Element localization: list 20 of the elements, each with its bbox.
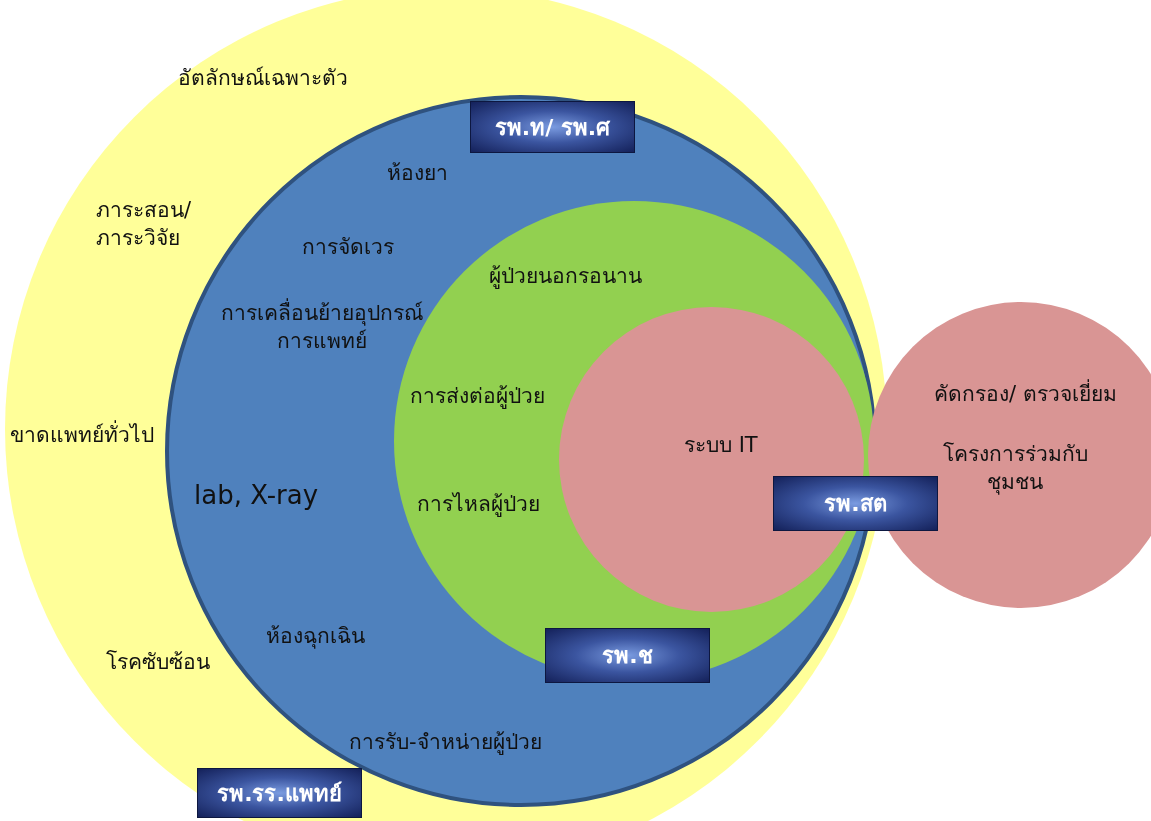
region-label: lab, X-ray — [194, 479, 320, 512]
region-label: การไหลผู้ป่วย — [417, 491, 541, 519]
region-label: ระบบ IT — [684, 432, 759, 459]
region-label: การจัดเวร — [302, 234, 395, 261]
region-label: ภาระสอน/ภาระวิจัย — [96, 197, 193, 253]
title-badge: รพ.สต — [773, 476, 938, 531]
region-label: การส่งต่อผู้ป่วย — [410, 383, 546, 411]
region-label: การรับ-จำหน่ายผู้ป่วย — [349, 729, 543, 757]
title-badge: รพ.ท/ รพ.ศ — [470, 101, 635, 153]
title-badge: รพ.ช — [545, 628, 710, 683]
region-label: อัตลักษณ์เฉพาะตัว — [178, 65, 349, 92]
region-label: โรคซับซ้อน — [106, 649, 211, 676]
region-label: การเคลื่อนย้ายอุปกรณ์การแพทย์ — [204, 299, 439, 356]
region-label: โครงการร่วมกับชุมชน — [941, 441, 1089, 497]
title-badge: รพ.รร.แพทย์ — [197, 768, 362, 818]
region-label: ห้องยา — [387, 160, 449, 187]
region-label: ผู้ป่วยนอกรอนาน — [489, 263, 643, 291]
region-label: ห้องฉุกเฉิน — [266, 623, 366, 651]
region-label: คัดกรอง/ ตรวจเยี่ยม — [934, 380, 1149, 409]
region-label: ขาดแพทย์ทั่วไป — [10, 421, 180, 450]
